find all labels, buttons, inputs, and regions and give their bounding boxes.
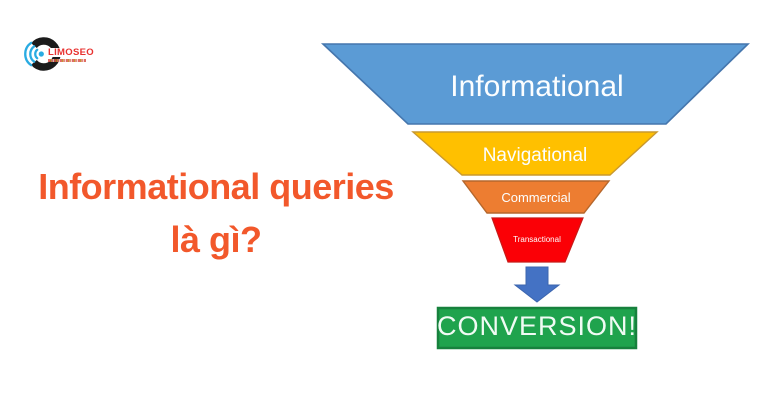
page-title-line2: là gì? <box>170 219 262 260</box>
conversion-box <box>436 306 638 350</box>
limoseo-logo: LIMOSEO <box>0 0 140 90</box>
funnel-label-commercial: Commercial <box>501 190 571 205</box>
funnel-layer-commercial <box>461 180 611 214</box>
funnel-layer-navigational <box>411 131 659 176</box>
page-title: Informational queries là gì? <box>0 160 432 266</box>
funnel-layer-informational <box>320 43 750 125</box>
funnel-label-informational: Informational <box>450 70 624 103</box>
down-arrow-icon <box>513 266 561 303</box>
funnel-label-navigational: Navigational <box>482 145 588 166</box>
funnel-label-transactional: Transactional <box>513 235 561 244</box>
page-title-line1: Informational queries <box>38 166 394 207</box>
logo-text: LIMOSEO <box>47 47 95 58</box>
funnel-layer-transactional <box>491 217 584 263</box>
logo-tagline <box>48 59 86 62</box>
conversion-label: CONVERSION! <box>436 311 638 341</box>
